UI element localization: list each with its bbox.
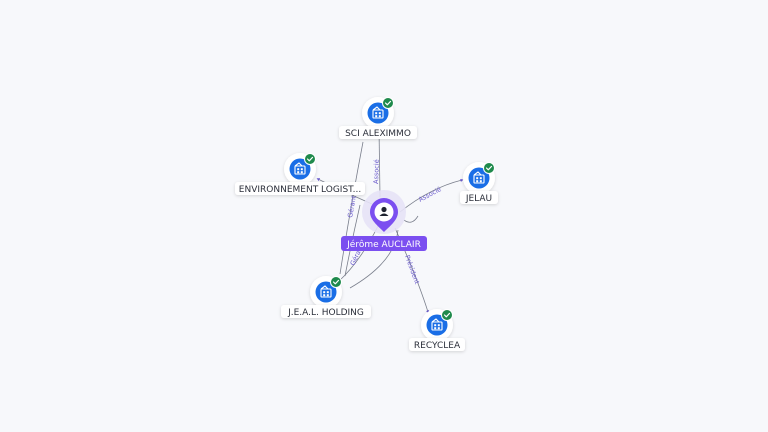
verified-check-icon — [483, 162, 495, 174]
edge-label-recyclea: Président — [403, 254, 421, 286]
verified-check-icon — [382, 97, 394, 109]
company-node-jelau[interactable]: JELAU — [460, 162, 498, 204]
company-icon — [294, 162, 306, 175]
node-label: JELAU — [465, 194, 492, 204]
node-label-bg — [339, 126, 417, 139]
center-label: Jérôme AUCLAIR — [346, 239, 421, 250]
node-label-bg — [460, 191, 498, 204]
edge-jelau — [399, 178, 464, 213]
company-nodes: SCI ALEXIMMO ENVIRONNEMENT LOGIST... JELAU… — [235, 97, 498, 351]
company-node-env[interactable]: ENVIRONNEMENT LOGIST... — [235, 153, 365, 195]
edge-sci-curve — [339, 141, 364, 275]
company-icon — [473, 171, 485, 184]
company-icon — [372, 106, 384, 119]
node-circle — [367, 102, 389, 124]
edge-label-sci: Associé — [372, 159, 381, 184]
edge-jeal — [336, 225, 379, 284]
company-icon — [320, 285, 332, 298]
node-circle — [289, 158, 311, 180]
center-label-bg — [341, 236, 427, 251]
verified-check-icon — [330, 276, 342, 288]
edge-sci — [377, 126, 381, 198]
node-label: ENVIRONNEMENT LOGIST... — [239, 185, 361, 195]
node-circle — [315, 281, 337, 303]
verified-check-icon — [441, 309, 453, 321]
node-circle — [468, 167, 490, 189]
node-label-bg — [235, 182, 365, 195]
company-icon — [431, 318, 443, 331]
company-node-jeal[interactable]: J.E.A.L. HOLDING — [281, 276, 371, 318]
verified-check-icon — [304, 153, 316, 165]
edge-label-env: Gérant — [346, 194, 358, 218]
node-circle — [426, 314, 448, 336]
node-label: J.E.A.L. HOLDING — [287, 308, 364, 318]
company-node-recyclea[interactable]: RECYCLEA — [409, 309, 465, 351]
node-label: SCI ALEXIMMO — [345, 129, 411, 139]
edge-extra — [403, 215, 419, 223]
company-node-sci[interactable]: SCI ALEXIMMO — [339, 97, 417, 139]
person-icon — [379, 206, 389, 216]
node-label: RECYCLEA — [414, 341, 461, 351]
node-label-bg — [409, 338, 465, 351]
node-label-bg — [281, 305, 371, 318]
center-node[interactable]: Jérôme AUCLAIR — [341, 190, 427, 251]
edge-label-jelau: Associé — [417, 185, 442, 204]
